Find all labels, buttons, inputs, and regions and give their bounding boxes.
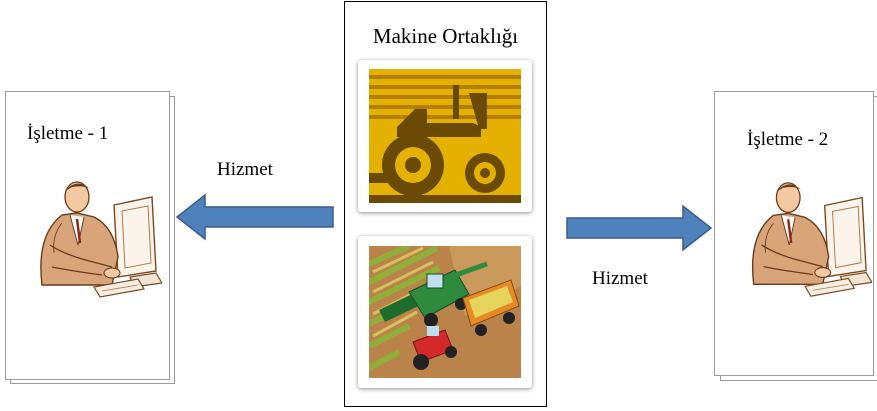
center-title: Makine Ortaklığı (372, 24, 519, 48)
right-card-title: İşletme - 2 (747, 129, 829, 150)
combine-harvester-icon (369, 246, 521, 378)
businessman-at-computer-icon (751, 182, 872, 297)
right-arrow-label: Hizmet (592, 268, 648, 289)
businessman-at-computer-icon (40, 181, 162, 298)
tractor-picture (358, 60, 532, 212)
center-box: Makine Ortaklığı (344, 1, 547, 407)
harvester-picture (358, 236, 532, 388)
tractor-icon (369, 69, 521, 203)
right-service-arrow (566, 204, 713, 252)
left-card-title: İşletme - 1 (27, 123, 109, 144)
left-arrow-label: Hizmet (217, 159, 273, 180)
left-service-arrow (175, 193, 334, 241)
